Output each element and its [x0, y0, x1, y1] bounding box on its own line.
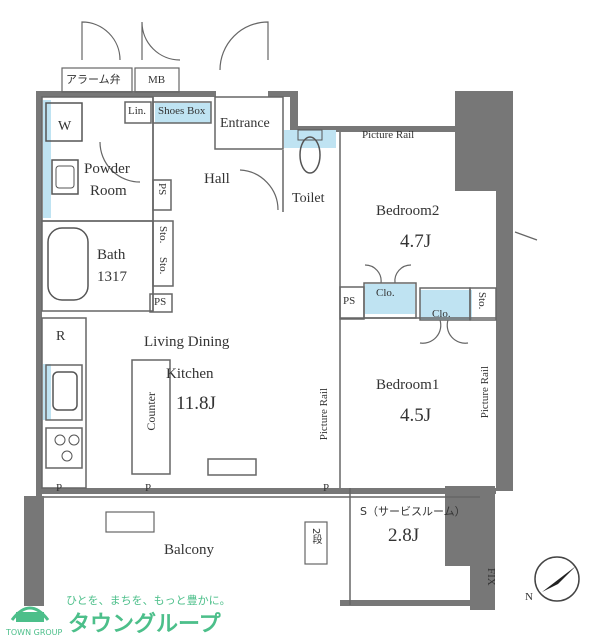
- bedroom2-size-label: 4.7J: [400, 231, 432, 252]
- ps-label-hall: PS: [156, 183, 168, 196]
- fix-window-label: FIX: [485, 568, 497, 586]
- powder-room-label-1: Powder: [84, 161, 130, 177]
- counter-label: Counter: [144, 392, 158, 431]
- washer-label: W: [58, 119, 72, 134]
- pillar-label-3: P: [323, 482, 330, 494]
- stove-icon: [54, 434, 80, 462]
- bedroom1-size-label: 4.5J: [400, 405, 432, 426]
- toilet-label: Toilet: [292, 191, 325, 206]
- ps-label-bath: PS: [154, 296, 167, 308]
- walls: [24, 91, 513, 610]
- service-room-size-label: 2.8J: [388, 525, 420, 546]
- entrance-label: Entrance: [220, 116, 270, 131]
- toilet-icon: [299, 136, 321, 174]
- balcony-label: Balcony: [164, 542, 214, 558]
- alarm-valve-label: アラーム弁: [66, 73, 121, 86]
- ldk-label-2: Kitchen: [166, 366, 214, 382]
- closet-label-bedroom2: Clo.: [376, 287, 395, 299]
- picture-rail-label-bedroom2: Picture Rail: [362, 129, 415, 141]
- bedroom2-label: Bedroom2: [376, 203, 440, 219]
- bath-label: Bath: [97, 247, 126, 263]
- bathtub-icon: [47, 227, 89, 301]
- service-room-label: S（サービスルーム）: [360, 505, 466, 518]
- refrigerator-label: R: [56, 329, 66, 344]
- shoes-box-label: Shoes Box: [158, 105, 206, 117]
- picture-rail-label-bedroom1: Picture Rail: [479, 366, 491, 419]
- town-group-logo-icon: [10, 606, 50, 622]
- pillar-label-2: P: [145, 482, 152, 494]
- pillar-label-1: P: [56, 482, 63, 494]
- compass-north-label: N: [525, 591, 533, 603]
- storage-label-2: Sto.: [157, 257, 169, 275]
- bath-size-label: 1317: [97, 269, 127, 285]
- compass-icon: [534, 556, 580, 602]
- sink-icon: [52, 371, 78, 411]
- interior-walls: [41, 96, 497, 605]
- steps-label: 2段: [310, 528, 321, 545]
- ldk-label-1: Living Dining: [144, 334, 230, 350]
- hall-label: Hall: [204, 171, 230, 187]
- ldk-size-label: 11.8J: [176, 393, 216, 414]
- mb-label: MB: [148, 74, 166, 86]
- watermark-brand: タウングループ: [68, 612, 221, 637]
- doors: [81, 21, 538, 344]
- watermark-company: TOWN GROUP: [6, 628, 63, 637]
- washer-icon: [45, 102, 83, 142]
- storage-label-bedroom: Sto.: [476, 292, 488, 310]
- watermark-tagline: ひとを、まちを、もっと豊かに。: [66, 594, 231, 607]
- ps-label-bedroom: PS: [343, 295, 356, 307]
- bedroom1-label: Bedroom1: [376, 377, 440, 393]
- washbasin-icon: [51, 159, 79, 195]
- powder-room-label-2: Room: [90, 183, 127, 199]
- storage-label-1: Sto.: [157, 226, 169, 244]
- linen-label: Lin.: [128, 105, 147, 117]
- fixture-fills: [43, 100, 472, 420]
- closet-label-bedroom1: Clo.: [432, 308, 451, 320]
- picture-rail-label-ldk: Picture Rail: [318, 388, 330, 441]
